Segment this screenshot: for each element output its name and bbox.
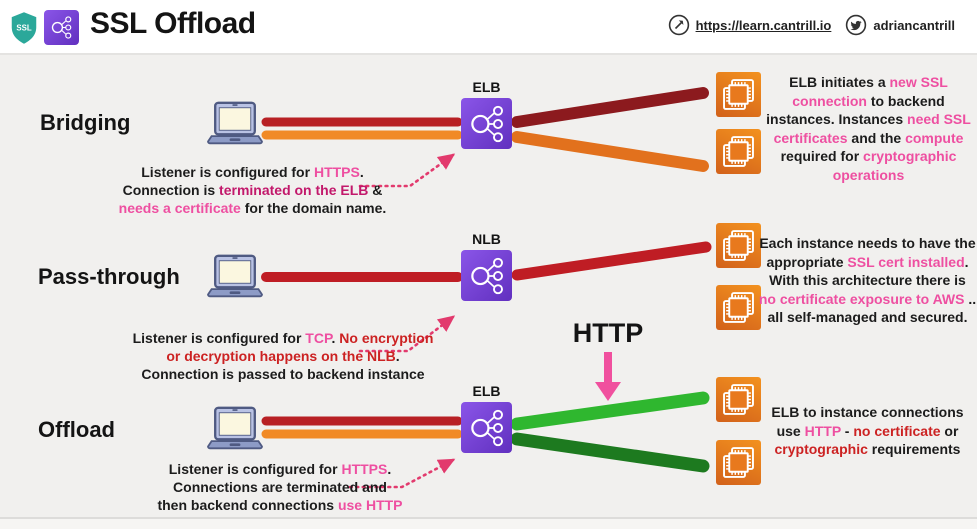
ec2-icon-offload-1 bbox=[716, 377, 761, 422]
elb-header-icon bbox=[44, 10, 79, 45]
ec2-icon-passthrough-1 bbox=[716, 223, 761, 268]
nlb-label: NLB bbox=[472, 231, 501, 247]
bridging-caption: Listener is configured for HTTPS. Connec… bbox=[118, 164, 387, 216]
bridging-note: ELB initiates a new SSL connection to ba… bbox=[766, 74, 971, 183]
page-title: SSL Offload bbox=[90, 7, 256, 40]
bridging-dotted-arrow bbox=[358, 153, 456, 188]
bottom-strip bbox=[0, 517, 977, 529]
svg-text:SSL: SSL bbox=[16, 24, 31, 33]
elb-icon-bridging bbox=[461, 98, 512, 149]
http-arrow bbox=[595, 352, 621, 401]
elb-label-bridging: ELB bbox=[472, 79, 501, 95]
section-label-passthrough: Pass-through bbox=[38, 264, 180, 289]
laptop-icon-offload bbox=[207, 406, 263, 450]
elb-icon-offload bbox=[461, 402, 512, 453]
learn-link[interactable]: https://learn.cantrill.io bbox=[695, 17, 832, 33]
offload-note: ELB to instance connections use HTTP - n… bbox=[771, 404, 964, 457]
offload-backend-http-line-1 bbox=[510, 391, 710, 431]
laptop-icon-passthrough bbox=[207, 254, 263, 298]
offload-dotted-arrow bbox=[348, 458, 456, 489]
ec2-icon-bridging-1 bbox=[716, 72, 761, 117]
passthrough-backend-line bbox=[511, 241, 712, 281]
offload-caption: Listener is configured for HTTPS. Connec… bbox=[157, 461, 403, 513]
passthrough-caption: Listener is configured for TCP. No encry… bbox=[132, 330, 434, 382]
section-label-offload: Offload bbox=[38, 417, 115, 442]
ec2-icon-offload-2 bbox=[716, 440, 761, 485]
compass-link-icon bbox=[668, 14, 689, 36]
passthrough-dotted-arrow bbox=[358, 315, 456, 353]
bridging-backend-ssl-line-1 bbox=[511, 87, 709, 128]
elb-label-offload: ELB bbox=[472, 383, 501, 399]
twitter-icon bbox=[846, 14, 867, 36]
nlb-icon bbox=[461, 250, 512, 301]
laptop-icon-bridging bbox=[207, 101, 263, 145]
header-bar: SSL SSL Offload https://learn.cantrill.i… bbox=[0, 0, 977, 55]
twitter-handle[interactable]: adriancantrill bbox=[873, 17, 955, 33]
ec2-icon-passthrough-2 bbox=[716, 285, 761, 330]
offload-backend-http-line-2 bbox=[510, 432, 710, 473]
passthrough-note: Each instance needs to have the appropri… bbox=[758, 235, 977, 325]
http-arrow-label: HTTP bbox=[572, 318, 644, 348]
bridging-backend-ssl-line-2 bbox=[511, 131, 709, 172]
ec2-icon-bridging-2 bbox=[716, 129, 761, 174]
ssl-shield-icon: SSL bbox=[11, 12, 37, 44]
section-label-bridging: Bridging bbox=[40, 110, 131, 135]
